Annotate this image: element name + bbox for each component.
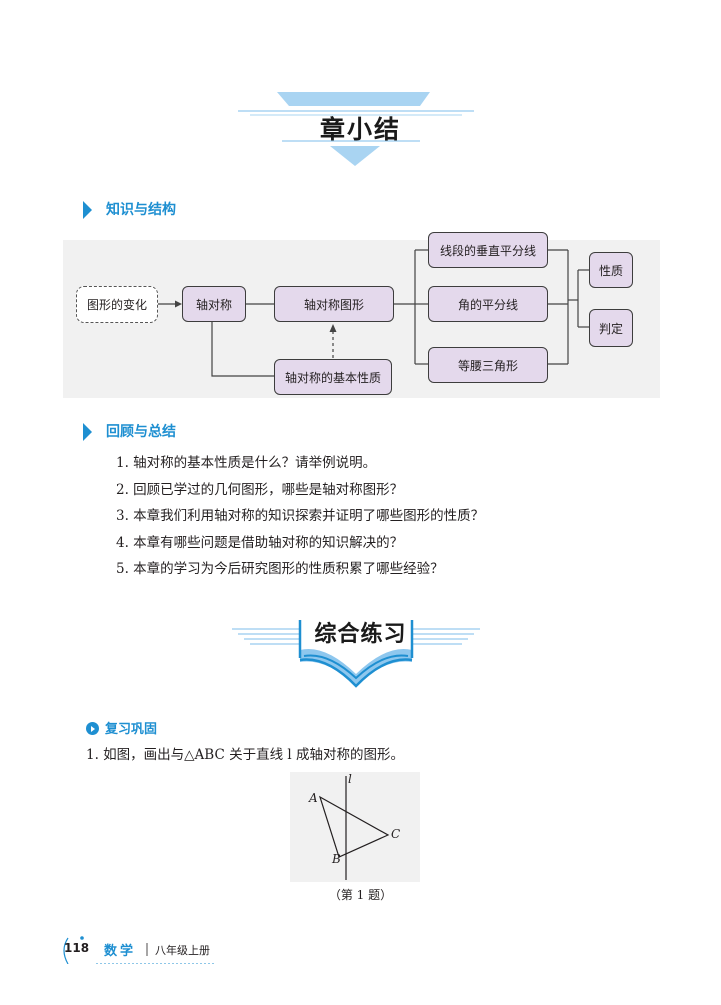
subsection-review: 复习巩固 — [86, 718, 157, 737]
chapter-header-decoration — [238, 92, 474, 166]
list-item: 3. 本章我们利用轴对称的知识探索并证明了哪些图形的性质？ — [116, 508, 485, 524]
line-label-l: l — [348, 772, 352, 786]
triangle-figure — [290, 772, 420, 882]
box-isosceles-triangle: 等腰三角形 — [428, 347, 548, 383]
chapter-title: 章小结 — [319, 115, 401, 144]
box-angle-bisector: 角的平分线 — [428, 286, 548, 322]
triangle-bullet-icon — [83, 201, 92, 219]
play-circle-icon — [86, 722, 99, 735]
section-title: 知识与结构 — [106, 202, 176, 218]
practice-title: 综合练习 — [314, 621, 407, 647]
point-label-a: A — [309, 791, 318, 805]
section-knowledge-structure: 知识与结构 — [83, 199, 176, 219]
box-perpendicular-bisector: 线段的垂直平分线 — [428, 232, 548, 268]
practice-book-decoration — [232, 620, 480, 688]
point-label-b: B — [332, 852, 341, 866]
subsection-title: 复习巩固 — [105, 722, 158, 737]
grade-label: 八年级上册 — [155, 944, 210, 957]
list-item: 2. 回顾已学过的几何图形，哪些是轴对称图形？ — [116, 481, 404, 498]
figure-caption: （第 1 题） — [328, 888, 393, 902]
footer-decoration — [63, 936, 215, 964]
box-basic-property: 轴对称的基本性质 — [274, 359, 392, 395]
question-1: 1. 如图，画出与△ABC 关于直线 l 成轴对称的图形。 — [86, 747, 404, 763]
box-judgement: 判定 — [589, 309, 633, 347]
box-property: 性质 — [589, 252, 633, 288]
chapter-header: 章小结 — [0, 0, 721, 180]
page-footer: 118 数学 八年级上册 — [60, 936, 260, 966]
section-title: 回顾与总结 — [106, 424, 176, 440]
list-item: 5. 本章的学习为今后研究图形的性质积累了哪些经验？ — [116, 561, 444, 577]
point-label-c: C — [391, 827, 401, 841]
box-figure-transform: 图形的变化 — [76, 286, 158, 323]
list-item: 1. 轴对称的基本性质是什么？请举例说明。 — [116, 455, 377, 471]
box-axial-symmetry: 轴对称 — [182, 286, 246, 322]
list-item: 4. 本章有哪些问题是借助轴对称的知识解决的？ — [116, 534, 404, 551]
structure-diagram-connectors — [63, 240, 660, 398]
box-symmetric-figure: 轴对称图形 — [274, 286, 394, 322]
section-review-summary: 回顾与总结 — [83, 421, 176, 441]
page-number: 118 — [64, 941, 90, 955]
subject-label: 数学 — [104, 944, 137, 959]
review-question-list: 1. 轴对称的基本性质是什么？请举例说明。 2. 回顾已学过的几何图形，哪些是轴… — [116, 450, 484, 583]
triangle-bullet-icon — [83, 423, 92, 441]
